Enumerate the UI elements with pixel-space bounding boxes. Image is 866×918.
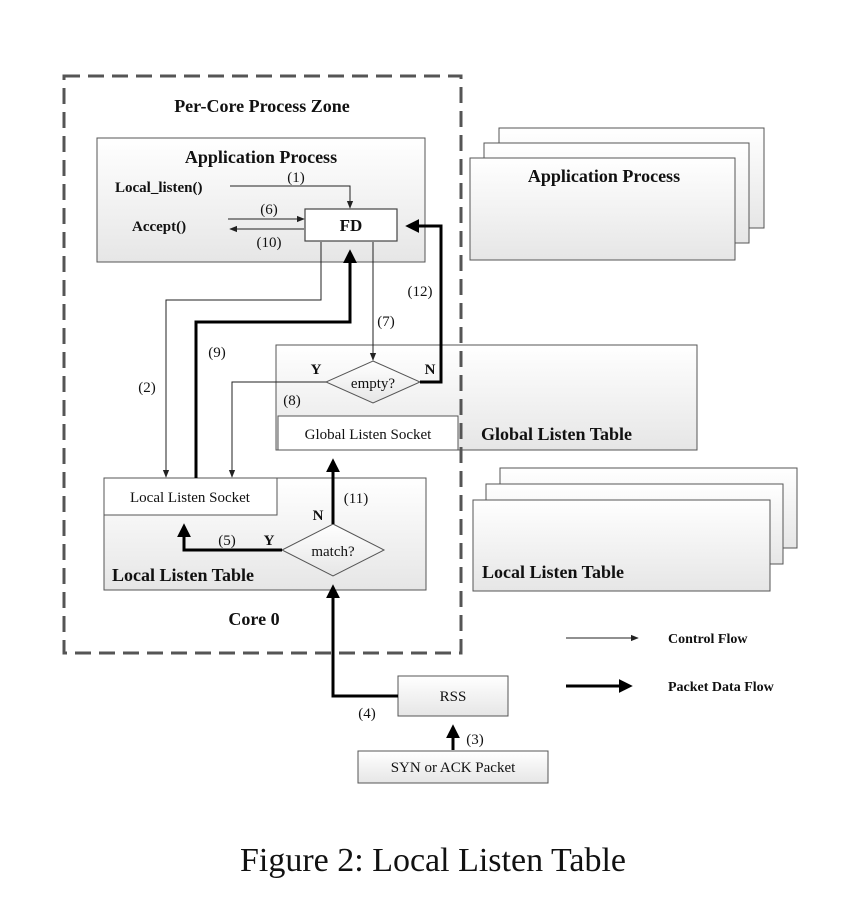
step-4: (4) [358,706,376,722]
empty-decision: empty? [324,360,422,404]
global-table-title: Global Listen Table [481,424,632,444]
empty-yes-label: Y [311,362,322,378]
core-label: Core 0 [228,609,279,629]
rss-label: RSS [440,689,467,705]
empty-decision-label: empty? [351,376,395,392]
fd-label: FD [340,216,363,235]
match-yes-label: Y [264,533,275,549]
fd-box [304,208,398,242]
legend: Control Flow Packet Data Flow [566,632,775,695]
step-3: (3) [466,732,484,748]
application-process: Application Process Local_listen() Accep… [96,137,426,263]
global-listen-socket-label: Global Listen Socket [305,427,432,443]
step-5: (5) [218,533,236,549]
per-core-zone [62,74,463,655]
arrow-1 [230,185,354,209]
step-1: (1) [287,170,305,186]
arrow-2 [162,242,322,478]
app-process-stack: Application Process [469,127,765,261]
local-listen-table: Local Listen Socket Local Listen Table [103,477,427,591]
local-listen-call: Local_listen() [115,180,203,196]
global-listen-table: Global Listen Socket Global Listen Table [275,344,698,451]
local-table-title: Local Listen Table [112,565,254,585]
arrow-4 [326,584,398,698]
rss-box [397,675,509,717]
step-11: (11) [344,491,368,507]
step-7: (7) [377,314,395,330]
step-6: (6) [260,202,278,218]
legend-packet-label: Packet Data Flow [668,680,775,695]
local-table-stack: Local Listen Table [472,467,798,592]
match-decision: match? [280,523,386,577]
packet-flow-arrows [177,219,460,750]
empty-no-label: N [425,362,436,378]
local-table-stack-title: Local Listen Table [482,562,624,582]
global-listen-socket-box [277,415,459,451]
control-flow-arrows [162,185,377,478]
figure-caption: Figure 2: Local Listen Table [239,842,626,879]
zone-title: Per-Core Process Zone [174,96,350,116]
local-listen-socket-box [103,477,278,516]
step-2: (2) [138,380,156,396]
step-10: (10) [257,235,282,251]
packet-label: SYN or ACK Packet [391,760,516,776]
packet-box [357,750,549,784]
match-no-label: N [313,508,324,524]
app-process-title: Application Process [185,147,337,167]
step-12: (12) [408,284,433,300]
arrow-9 [194,249,357,478]
step-8: (8) [283,393,301,409]
step-9: (9) [208,345,226,361]
accept-call: Accept() [132,219,186,235]
arrow-8 [228,381,326,478]
arrow-12 [405,219,443,384]
arrow-5 [177,523,282,552]
legend-control-label: Control Flow [668,632,748,647]
match-decision-label: match? [311,544,355,560]
app-process-stack-title: Application Process [528,166,680,186]
local-listen-socket-label: Local Listen Socket [130,490,251,506]
